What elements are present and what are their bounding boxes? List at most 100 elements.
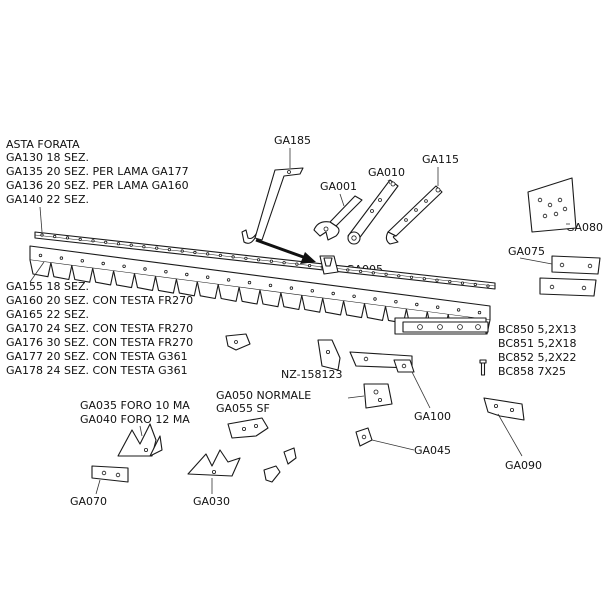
section-rivet	[38, 253, 43, 258]
bar-hole	[358, 269, 363, 273]
bar-hole	[409, 275, 414, 279]
leader-ga075	[519, 257, 553, 265]
leader-ga001	[339, 193, 345, 207]
knife-section	[343, 300, 366, 319]
knife-section	[50, 262, 73, 281]
knife-section	[175, 278, 198, 297]
plate-nz158123-drawing	[317, 339, 341, 371]
bar-hole	[231, 255, 235, 259]
label-ga070: GA070	[70, 495, 107, 508]
plate-ga080-drawing	[527, 177, 577, 233]
label-ga075: GA075	[508, 245, 545, 258]
label-ga001: GA001	[320, 180, 357, 193]
leader-sections	[29, 261, 45, 283]
bar-hole	[193, 250, 197, 255]
bar-hole	[155, 246, 159, 250]
bar-hole	[371, 271, 375, 275]
rod-ga185-drawing	[241, 167, 304, 244]
label-ga160: GA160 20 SEZ. CON TESTA FR270	[6, 294, 193, 307]
label-bc852: BC852 5,2X22	[498, 351, 577, 364]
leader-ga090	[497, 413, 523, 457]
leader-asta-forata	[39, 206, 43, 233]
part-ga045-drawing	[355, 427, 373, 447]
bar-hole	[346, 268, 350, 272]
leader-ga045	[371, 439, 415, 451]
part-ga100-drawing	[349, 351, 415, 373]
knife-section	[301, 295, 324, 313]
label-ga136: GA136 20 SEZ. PER LAMA GA160	[6, 179, 189, 192]
part-ga070-drawing	[91, 465, 129, 483]
bar-hole	[167, 248, 171, 252]
knife-section	[113, 270, 136, 289]
bar-hole	[53, 234, 57, 239]
bar-hole	[65, 236, 70, 240]
clip-ga005-drawing	[319, 255, 339, 275]
bar-hole	[448, 279, 452, 284]
guard-plate-ga050-drawing	[227, 417, 269, 439]
bar-hole	[142, 245, 146, 249]
knife-section	[196, 281, 219, 300]
section-rivet	[456, 308, 461, 312]
label-ga176: GA176 30 SEZ. CON TESTA FR270	[6, 336, 193, 349]
small-tooth-drawing	[263, 447, 297, 483]
bar-hole	[307, 263, 312, 268]
section-rivet	[164, 270, 168, 274]
section-rivet	[373, 297, 377, 301]
knife-section	[259, 289, 282, 308]
section-rivet	[394, 300, 398, 304]
label-asta-forata: ASTA FORATA	[6, 138, 80, 151]
leader-ga010	[387, 179, 391, 185]
bar-hole	[78, 237, 82, 241]
section-rivet	[143, 267, 147, 271]
knife-head-drawing	[394, 317, 489, 335]
bar-hole	[486, 284, 490, 288]
bar-hole	[91, 239, 95, 243]
label-ga040: GA040 FORO 12 MA	[80, 413, 190, 426]
small-plate-drawing	[225, 333, 251, 351]
bar-hole	[244, 256, 248, 260]
label-ga155: GA155 18 SEZ.	[6, 280, 89, 293]
knife-sections-drawing	[29, 245, 491, 335]
screw-drawing	[479, 359, 487, 376]
label-ga035: GA035 FORO 10 MA	[80, 399, 190, 412]
knife-section	[29, 259, 52, 278]
label-ga185: GA185	[274, 134, 311, 147]
section-rivet	[310, 289, 314, 293]
pitman-ga001-drawing	[313, 195, 363, 241]
bar-ga115-drawing	[385, 185, 443, 245]
bar-hole	[473, 282, 477, 287]
label-ga050: GA050 NORMALE	[216, 389, 311, 402]
bar-hole	[104, 240, 108, 244]
label-ga115: GA115	[422, 153, 459, 166]
label-ga130: GA130 18 SEZ.	[6, 151, 89, 164]
section-rivet	[205, 275, 210, 279]
bar-hole	[218, 253, 222, 257]
bar-hole	[295, 262, 299, 266]
part-ga090-drawing	[483, 397, 525, 421]
knife-section	[154, 276, 177, 294]
label-ga170: GA170 24 SEZ. CON TESTA FR270	[6, 322, 193, 335]
label-bc850: BC850 5,2X13	[498, 323, 577, 336]
bar-hole	[206, 252, 210, 256]
knife-section	[217, 284, 240, 302]
label-ga177: GA177 20 SEZ. CON TESTA G361	[6, 350, 188, 363]
label-bc851: BC851 5,2X18	[498, 337, 577, 350]
section-rivet	[80, 259, 84, 263]
section-rivet	[185, 272, 189, 277]
leader-ga035	[139, 425, 143, 437]
bar-hole	[116, 242, 121, 246]
leader-ga070	[95, 479, 101, 495]
section-rivet	[477, 310, 482, 315]
section-rivet	[415, 302, 419, 307]
knife-section	[322, 298, 345, 316]
guard-ga035-drawing	[117, 423, 163, 457]
label-ga178: GA178 24 SEZ. CON TESTA G361	[6, 364, 188, 377]
direction-arrow	[255, 238, 316, 264]
perforated-bar-drawing	[34, 231, 496, 290]
label-ga140: GA140 22 SEZ.	[6, 193, 89, 206]
knife-section	[238, 287, 261, 305]
bar-hole	[40, 233, 44, 237]
knife-section	[133, 273, 157, 291]
section-rivet	[122, 264, 126, 268]
plates-ga075-drawing	[539, 255, 601, 297]
